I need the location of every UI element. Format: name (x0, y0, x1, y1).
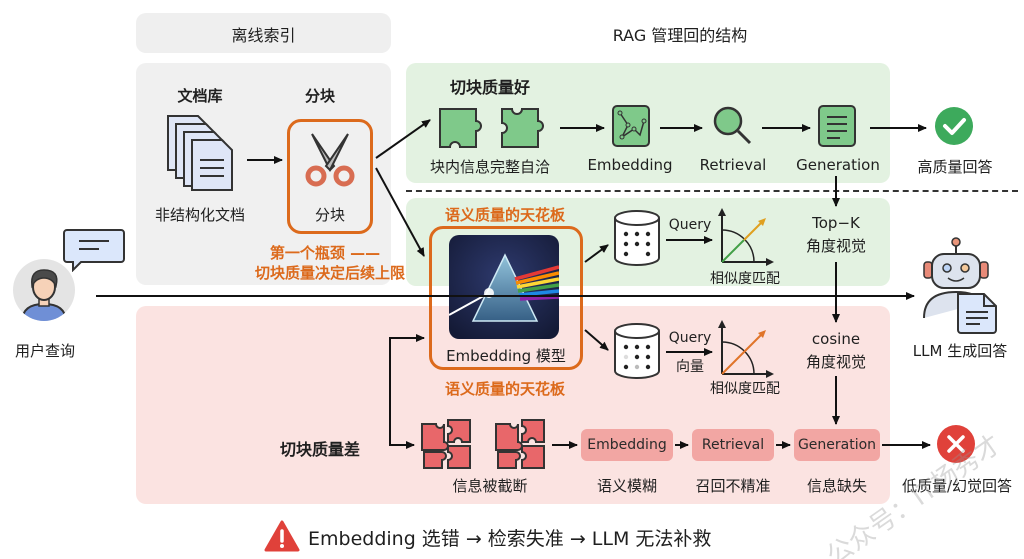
bad-chunk-title: 切块质量差 (279, 440, 360, 459)
bottleneck-line2: 切块质量决定后续上限 (254, 264, 405, 282)
bad-generation-step: Generation (794, 429, 880, 461)
prism-icon (448, 235, 560, 339)
query-label-bottom: Query (668, 330, 712, 346)
puzzle-piece-icon (500, 107, 552, 149)
good-chunk-title: 切块质量好 (449, 78, 530, 97)
divider-dashed (406, 190, 1018, 192)
vector-db-icon (613, 323, 661, 379)
cosine-line1: cosine (811, 330, 861, 348)
high-quality-answer-label: 高质量回答 (917, 158, 993, 176)
scissors-icon (300, 130, 360, 190)
query-label-top: Query (668, 217, 712, 233)
good-chunk-desc: 块内信息完整自洽 (429, 158, 550, 176)
user-avatar (12, 258, 76, 322)
good-generation-label: Generation (796, 156, 880, 174)
puzzle-piece-icon (438, 107, 490, 149)
chunk-label: 分块 (314, 206, 345, 224)
bottleneck-line1: 第一个瓶颈 —— (269, 244, 381, 262)
similarity-angle-icon (718, 208, 774, 266)
document-generation-icon (818, 105, 856, 147)
offline-index-header-panel (136, 13, 391, 53)
llm-answer-label: LLM 生成回答 (912, 342, 1008, 360)
embedding-icon (612, 105, 650, 147)
bad-chunk-desc: 信息被截断 (452, 477, 528, 495)
bad-retrieval-step: Retrieval (692, 429, 774, 461)
chunk-box[interactable] (287, 119, 373, 234)
search-icon (710, 103, 756, 149)
documents-icon (162, 112, 242, 192)
query-vector-sublabel: 向量 (676, 359, 704, 375)
embedding-model-box[interactable] (429, 226, 583, 370)
chat-bubble-icon (63, 228, 125, 273)
check-circle-icon (934, 106, 974, 146)
bad-embedding-step: Embedding (581, 429, 673, 461)
bad-retrieval-desc: 召回不精准 (695, 477, 771, 495)
error-x-icon (936, 424, 976, 464)
similarity-label-top: 相似度匹配 (710, 271, 780, 287)
rag-structure-title: RAG 管理回的结构 (612, 26, 748, 45)
good-embedding-label: Embedding (587, 156, 673, 174)
low-quality-answer-label: 低质量/幻觉回答 (901, 477, 1013, 495)
semantic-ceiling-top: 语义质量的天花板 (444, 206, 565, 224)
similarity-label-bottom: 相似度匹配 (710, 381, 780, 397)
bad-embedding-desc: 语义模糊 (596, 477, 657, 495)
unstructured-docs-label: 非结构化文档 (154, 206, 245, 224)
broken-puzzle-icon (494, 418, 548, 470)
similarity-angle-icon (718, 320, 774, 378)
bad-chunk-panel (136, 306, 890, 504)
cosine-line2: 角度视觉 (805, 353, 866, 371)
chunk-title: 分块 (304, 87, 335, 105)
doc-library-label: 文档库 (177, 87, 223, 105)
vector-db-icon (613, 210, 661, 266)
bad-generation-desc: 信息缺失 (806, 477, 867, 495)
warning-icon (264, 520, 300, 552)
user-query-label: 用户查询 (14, 342, 75, 360)
topk-line1: Top−K (812, 214, 860, 232)
good-retrieval-label: Retrieval (699, 156, 767, 174)
footer-warning-text: Embedding 选错 → 检索失准 → LLM 无法补救 (308, 528, 712, 550)
offline-index-title: 离线索引 (231, 26, 296, 45)
semantic-ceiling-bottom: 语义质量的天花板 (444, 380, 565, 398)
embedding-model-label: Embedding 模型 (446, 347, 566, 365)
broken-puzzle-icon (420, 418, 474, 470)
topk-line2: 角度视觉 (805, 237, 866, 255)
robot-icon (920, 234, 1000, 334)
